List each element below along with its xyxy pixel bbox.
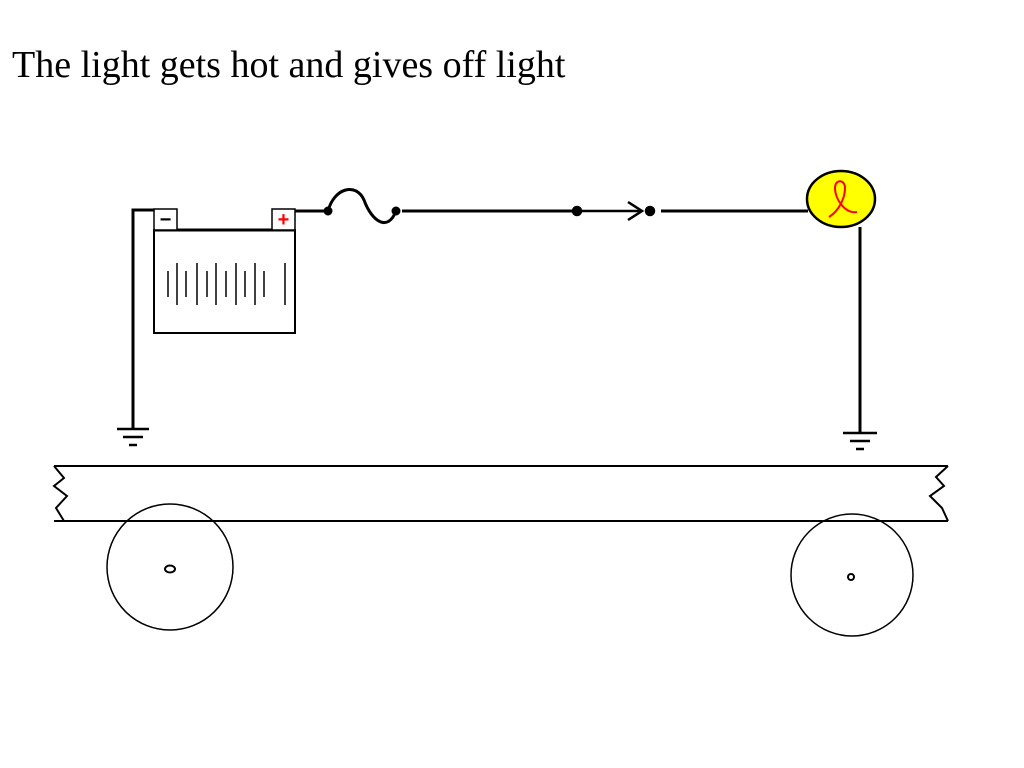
battery-cells bbox=[167, 263, 286, 305]
switch-icon bbox=[571, 200, 656, 222]
frame-right-break bbox=[928, 465, 949, 522]
slide-title: The light gets hot and gives off light bbox=[12, 44, 566, 86]
vehicle-frame bbox=[52, 465, 949, 522]
battery-negative-terminal: − bbox=[153, 208, 178, 231]
wheel-icon bbox=[106, 503, 234, 631]
ground-icon bbox=[117, 427, 149, 447]
wheel-icon bbox=[790, 513, 914, 637]
battery-icon: − + bbox=[153, 208, 296, 334]
fuse-icon bbox=[323, 188, 401, 224]
frame-left-break bbox=[52, 465, 69, 522]
ground-icon bbox=[843, 431, 877, 451]
negative-terminal-label: − bbox=[160, 209, 172, 231]
positive-terminal-label: + bbox=[278, 209, 290, 231]
battery-positive-terminal: + bbox=[271, 208, 296, 231]
filament bbox=[828, 180, 858, 218]
light-bulb-icon bbox=[805, 169, 877, 229]
battery-case bbox=[153, 229, 296, 334]
negative-ground-wire bbox=[131, 208, 154, 428]
